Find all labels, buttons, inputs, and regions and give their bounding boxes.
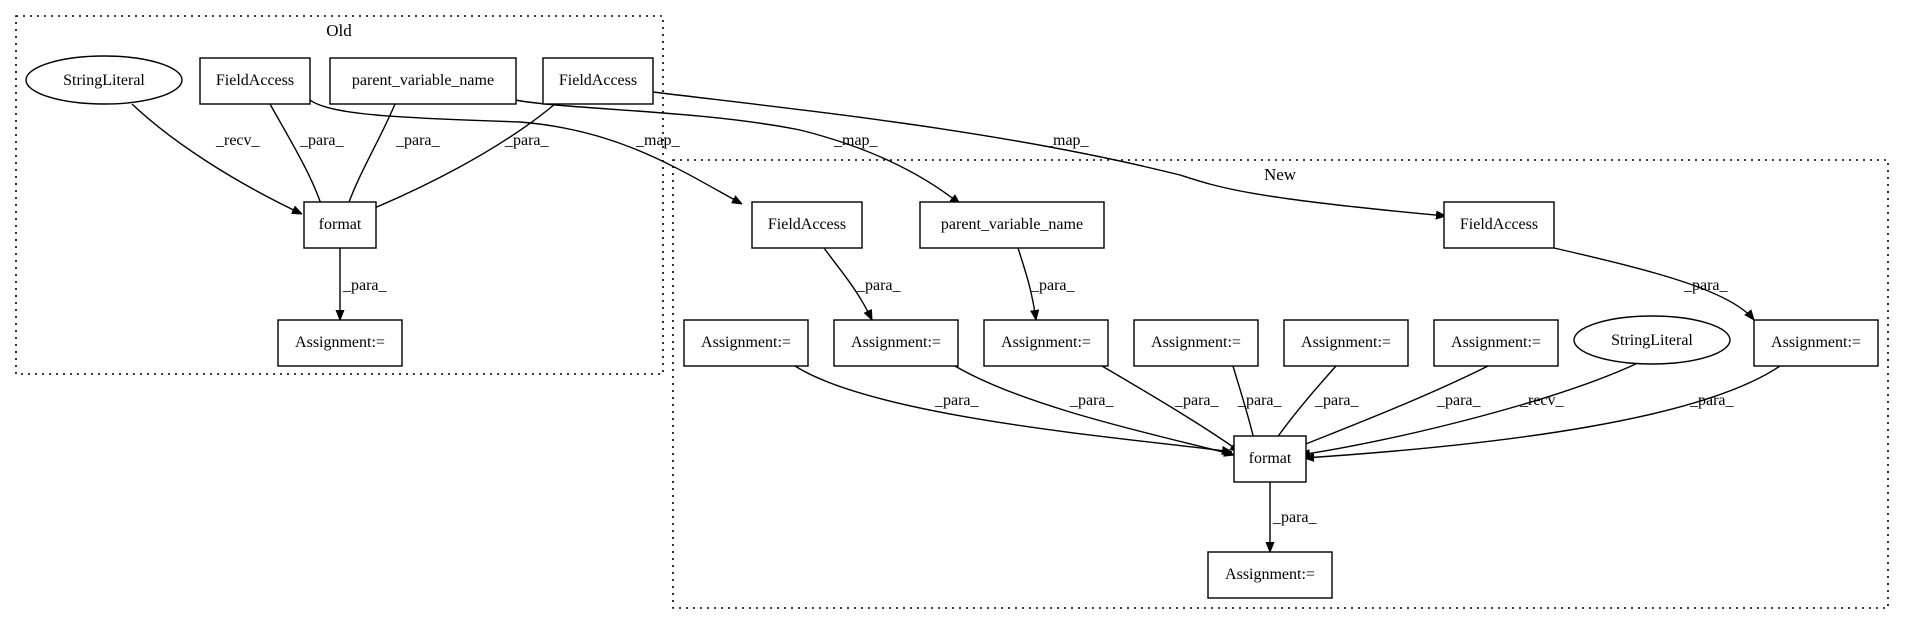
node-old-assignment: Assignment:=: [277, 319, 403, 367]
edge-label-old-para-4: _para_: [342, 277, 388, 294]
cluster-new-label: New: [1264, 165, 1297, 184]
svg-text:Assignment:=: Assignment:=: [1001, 334, 1091, 351]
edge-label-map-3: _map_: [1044, 132, 1090, 149]
cluster-old-label: Old: [326, 21, 352, 40]
edge-new-a6-format: [1286, 365, 1489, 453]
edge-label-new-para-4: _para_: [934, 392, 980, 409]
edge-label-new-para-10: _para_: [1689, 392, 1735, 409]
node-new-assignment-6: Assignment:=: [1433, 319, 1559, 367]
edges: _recv_ _para_ _para_ _para_ _para_ _map_…: [131, 91, 1781, 552]
svg-text:Assignment:=: Assignment:=: [701, 334, 791, 351]
edge-label-new-para-9: _para_: [1436, 392, 1482, 409]
edge-label-new-para-1: _para_: [856, 277, 902, 294]
edge-new-a2-format: [954, 365, 1234, 455]
svg-text:Assignment:=: Assignment:=: [295, 334, 385, 351]
svg-text:Assignment:=: Assignment:=: [1225, 566, 1315, 583]
edge-label-new-para-3: _para_: [1683, 277, 1729, 294]
svg-text:FieldAccess: FieldAccess: [559, 72, 637, 89]
svg-text:FieldAccess: FieldAccess: [768, 216, 846, 233]
edge-label-old-para-3: _para_: [504, 132, 550, 149]
node-new-field-access-1: FieldAccess: [751, 201, 863, 249]
cluster-new: New: [672, 159, 1889, 609]
edge-label-old-para-1: _para_: [299, 132, 345, 149]
svg-text:format: format: [1249, 450, 1292, 467]
edge-map-fieldaccess-2: [652, 91, 1446, 216]
edge-label-new-para-6: _para_: [1174, 392, 1220, 409]
edge-old-fa2-format: [355, 103, 556, 217]
svg-text:StringLiteral: StringLiteral: [63, 72, 145, 89]
edge-old-pvn-format: [345, 103, 396, 214]
node-old-field-access-2: FieldAccess: [542, 57, 654, 105]
node-old-format: format: [303, 201, 377, 249]
node-old-field-access-1: FieldAccess: [199, 57, 311, 105]
edge-label-old-recv: _recv_: [215, 132, 261, 149]
edge-label-old-para-2: _para_: [395, 132, 441, 149]
edge-old-stringliteral-format: [131, 103, 302, 215]
edge-label-map-1: _map_: [635, 132, 681, 149]
svg-text:FieldAccess: FieldAccess: [216, 72, 294, 89]
node-new-assignment-4: Assignment:=: [1133, 319, 1259, 367]
svg-text:Assignment:=: Assignment:=: [1771, 334, 1861, 351]
svg-text:Assignment:=: Assignment:=: [1451, 334, 1541, 351]
edge-new-fa1-assignment: [823, 247, 873, 320]
edge-label-map-2: _map_: [833, 132, 879, 149]
node-new-assignment-2: Assignment:=: [833, 319, 959, 367]
edge-label-new-para-11: _para_: [1272, 509, 1318, 526]
svg-text:StringLiteral: StringLiteral: [1611, 332, 1693, 349]
edge-new-stringliteral-format: [1300, 361, 1641, 455]
edge-map-fieldaccess-1: [309, 99, 742, 204]
svg-text:FieldAccess: FieldAccess: [1460, 216, 1538, 233]
svg-text:Assignment:=: Assignment:=: [1151, 334, 1241, 351]
node-old-string-literal: StringLiteral: [25, 55, 183, 105]
cluster-old: Old: [15, 15, 664, 375]
edge-label-new-recv: _recv_: [1519, 392, 1565, 409]
edge-new-a1-format: [794, 365, 1232, 452]
node-new-string-literal: StringLiteral: [1573, 315, 1731, 365]
edge-new-pvn-assignment: [1017, 247, 1036, 320]
cluster-old-frame: [15, 15, 664, 375]
svg-text:parent_variable_name: parent_variable_name: [941, 216, 1083, 233]
edge-map-parent-variable-name: [514, 99, 960, 204]
edge-label-new-para-5: _para_: [1069, 392, 1115, 409]
node-new-assignment-1: Assignment:=: [683, 319, 809, 367]
node-new-assignment-out: Assignment:=: [1207, 551, 1333, 599]
edge-label-new-para-8: _para_: [1314, 392, 1360, 409]
node-new-field-access-2: FieldAccess: [1443, 201, 1555, 249]
edge-label-new-para-2: _para_: [1030, 277, 1076, 294]
node-new-assignment-3: Assignment:=: [983, 319, 1109, 367]
edge-label-new-para-7: _para_: [1237, 392, 1283, 409]
edge-old-fa1-format: [269, 103, 324, 214]
node-new-parent-variable-name: parent_variable_name: [919, 201, 1105, 249]
svg-text:format: format: [319, 216, 362, 233]
node-new-assignment-5: Assignment:=: [1283, 319, 1409, 367]
node-new-format: format: [1233, 435, 1307, 483]
node-old-parent-variable-name: parent_variable_name: [329, 57, 517, 105]
edge-new-fa2-assignment: [1553, 247, 1754, 320]
cluster-new-frame: [672, 159, 1889, 609]
svg-text:Assignment:=: Assignment:=: [1301, 334, 1391, 351]
node-new-assignment-7: Assignment:=: [1753, 319, 1879, 367]
svg-text:Assignment:=: Assignment:=: [851, 334, 941, 351]
svg-text:parent_variable_name: parent_variable_name: [352, 72, 494, 89]
edge-new-a3-format: [1101, 365, 1240, 452]
edge-new-a7-format: [1304, 365, 1781, 458]
